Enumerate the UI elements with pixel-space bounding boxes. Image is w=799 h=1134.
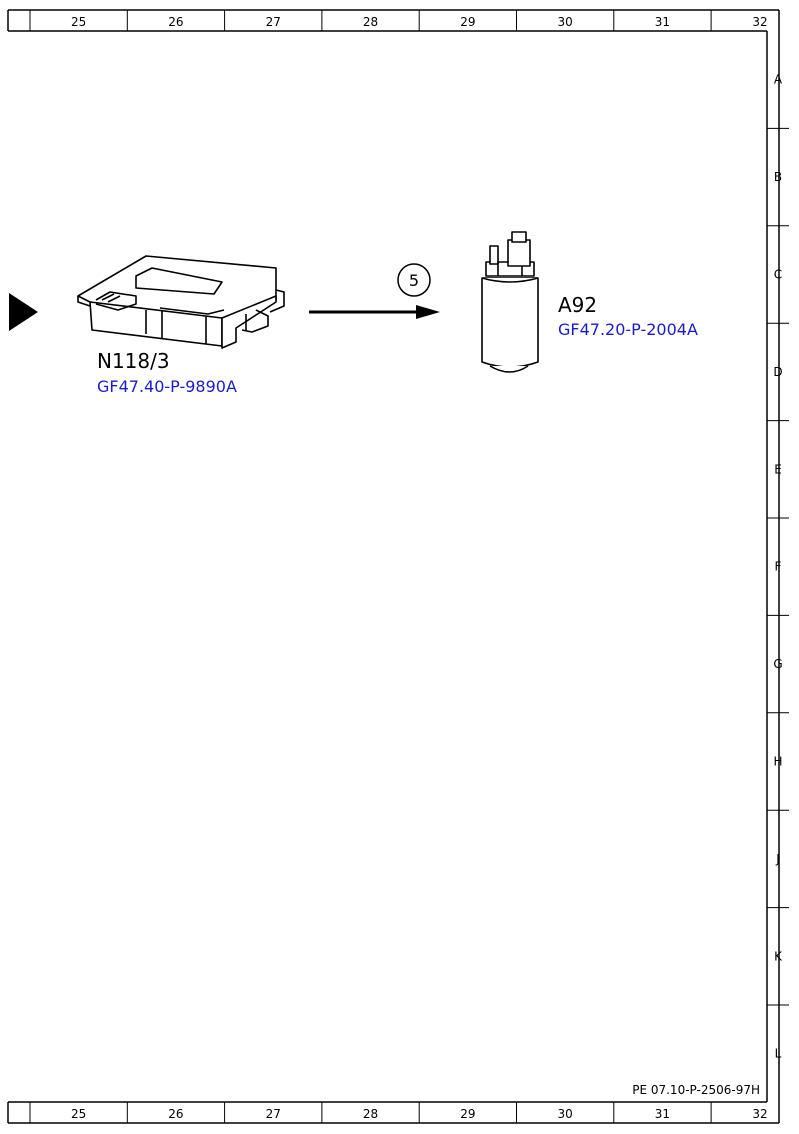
reference-link-a92[interactable]: GF47.20-P-2004A (558, 320, 698, 339)
connection-arrow (309, 305, 440, 319)
column-label-32: 32 (752, 15, 767, 29)
top-column-ruler: 25 26 27 28 29 30 31 32 (29, 10, 768, 31)
reference-link-n118-3[interactable]: GF47.40-P-9890A (97, 377, 237, 396)
row-label-F: F (775, 560, 782, 574)
row-label-E: E (774, 462, 782, 476)
column-label-bottom-28: 28 (363, 1107, 378, 1121)
row-label-C: C (774, 268, 782, 282)
row-label-K: K (774, 949, 783, 963)
row-label-J: J (775, 852, 780, 866)
column-label-bottom-32: 32 (752, 1107, 767, 1121)
column-label-25: 25 (71, 15, 86, 29)
column-label-27: 27 (266, 15, 281, 29)
connection-number-circle (397, 263, 431, 297)
component-code-n118-3: N118/3 (97, 349, 170, 373)
right-row-ruler: A B C D E F G H J K L (767, 73, 789, 1061)
component-code-a92: A92 (558, 293, 598, 317)
column-label-29: 29 (460, 15, 475, 29)
row-label-D: D (773, 365, 782, 379)
column-label-bottom-31: 31 (655, 1107, 670, 1121)
column-label-bottom-30: 30 (558, 1107, 573, 1121)
column-label-bottom-29: 29 (460, 1107, 475, 1121)
column-label-28: 28 (363, 15, 378, 29)
column-label-bottom-26: 26 (168, 1107, 183, 1121)
column-label-31: 31 (655, 15, 670, 29)
column-label-bottom-27: 27 (266, 1107, 281, 1121)
control-unit-icon[interactable] (77, 255, 285, 349)
connection-number: 5 (409, 271, 419, 290)
continuation-arrow-icon[interactable] (9, 293, 38, 331)
column-label-bottom-25: 25 (71, 1107, 86, 1121)
fuel-pump-icon[interactable] (481, 231, 539, 373)
row-label-B: B (774, 170, 782, 184)
row-label-G: G (773, 657, 782, 671)
row-label-A: A (774, 73, 783, 87)
row-label-L: L (775, 1047, 782, 1061)
bottom-column-ruler: 25 26 27 28 29 30 31 32 (29, 1102, 768, 1123)
column-label-30: 30 (558, 15, 573, 29)
document-number: PE 07.10-P-2506-97H (632, 1083, 760, 1097)
row-label-H: H (773, 755, 782, 769)
column-label-26: 26 (168, 15, 183, 29)
